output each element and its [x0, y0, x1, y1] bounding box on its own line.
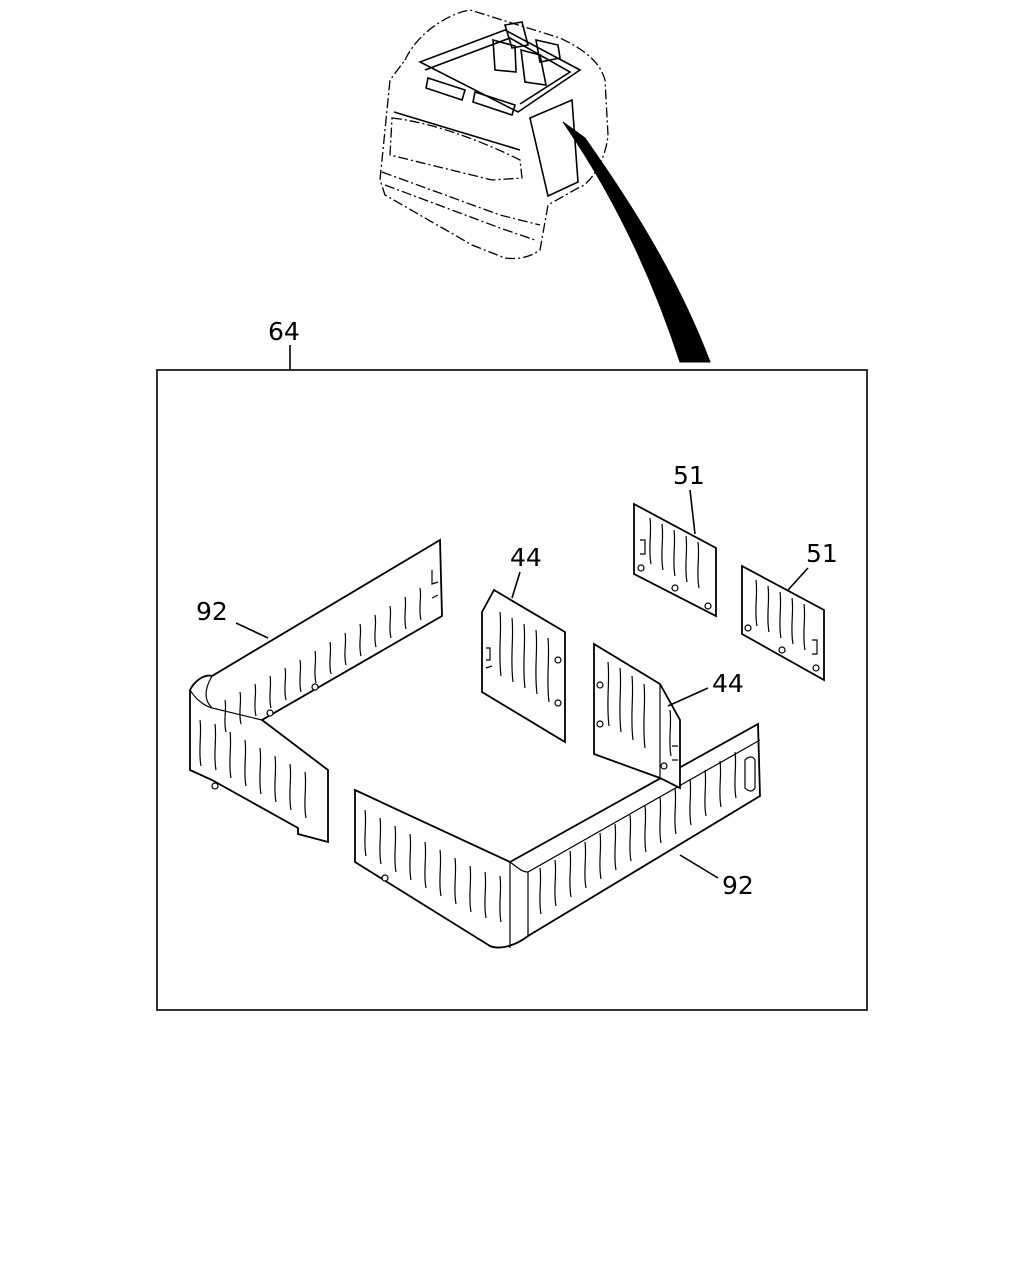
rear-insulator-left: [633, 502, 717, 618]
side-insulator-right: [354, 722, 761, 949]
callout-51-right: 51: [806, 539, 838, 568]
callout-92-right: 92: [722, 871, 754, 900]
callout-44-left: 44: [510, 543, 542, 572]
rear-insulator-right: [741, 564, 825, 682]
side-insulator-left: [189, 538, 443, 844]
cab-overview: [379, 9, 711, 363]
callout-64: 64: [268, 317, 300, 346]
callout-92-left: 92: [196, 597, 228, 626]
kit-frame: 64: [156, 317, 868, 1011]
callout-44-right: 44: [712, 669, 744, 698]
front-insulator-left: [481, 588, 566, 744]
front-insulator-right: [593, 642, 681, 790]
callout-51-left: 51: [673, 461, 705, 490]
